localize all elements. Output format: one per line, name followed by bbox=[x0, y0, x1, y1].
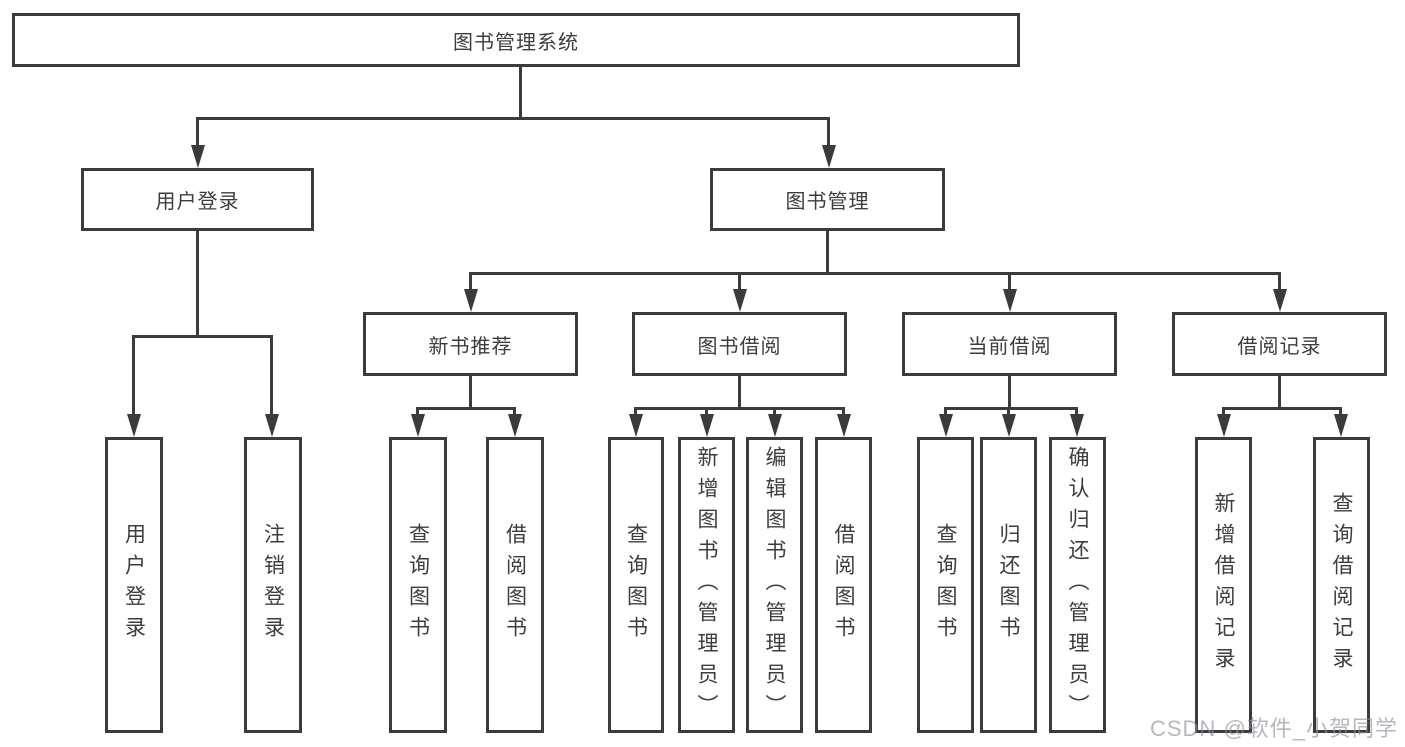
leaf-add-borrow-record: 新增借阅记录 bbox=[1195, 437, 1252, 733]
connector-arrow-shaft bbox=[634, 407, 637, 419]
arrow-down-icon bbox=[837, 414, 851, 437]
node-book-borrowing: 图书借阅 bbox=[632, 312, 847, 376]
node-label: 新增借阅记录 bbox=[1212, 492, 1236, 678]
connector-bar bbox=[944, 407, 1078, 410]
arrow-down-icon bbox=[411, 414, 425, 437]
connector-root-stem bbox=[519, 67, 522, 117]
connector-stem bbox=[1008, 376, 1011, 407]
node-label: 查询借阅记录 bbox=[1330, 492, 1354, 678]
arrow-down-icon bbox=[629, 414, 643, 437]
arrow-down-icon bbox=[191, 145, 205, 168]
arrow-down-icon bbox=[822, 145, 836, 168]
node-root-library-system: 图书管理系统 bbox=[12, 13, 1020, 67]
arrow-down-icon bbox=[1217, 414, 1231, 437]
node-label: 查询图书 bbox=[934, 523, 958, 647]
connector-arrow-shaft bbox=[1339, 407, 1342, 419]
connector-bar bbox=[1222, 407, 1342, 410]
node-label: 用户登录 bbox=[122, 523, 146, 647]
arrow-down-icon bbox=[265, 414, 279, 437]
node-label: 编辑图书（管理员） bbox=[763, 445, 787, 725]
connector-arrow-shaft bbox=[132, 335, 135, 417]
connector-arrow-shaft bbox=[1008, 272, 1011, 292]
node-label: 用户登录 bbox=[155, 191, 240, 213]
connector-user-login-bar bbox=[132, 335, 273, 338]
arrow-down-icon bbox=[1003, 289, 1017, 312]
node-label: 查询图书 bbox=[624, 523, 648, 647]
connector-user-login-stem bbox=[196, 231, 199, 335]
connector-arrow-shaft bbox=[1222, 407, 1225, 419]
arrow-down-icon bbox=[1334, 414, 1348, 437]
arrow-down-icon bbox=[733, 289, 747, 312]
leaf-logout: 注销登录 bbox=[244, 437, 302, 733]
node-label: 借阅图书 bbox=[503, 523, 527, 647]
connector-arrow-shaft bbox=[1075, 407, 1078, 419]
leaf-confirm-return-admin: 确认归还（管理员） bbox=[1049, 437, 1106, 733]
connector-arrow-shaft bbox=[738, 272, 741, 292]
node-label: 图书管理系统 bbox=[453, 31, 579, 54]
arrow-down-icon bbox=[1273, 289, 1287, 312]
connector-arrow-shaft bbox=[270, 335, 273, 417]
leaf-add-book-admin: 新增图书（管理员） bbox=[678, 437, 735, 733]
leaf-query-books-recommend: 查询图书 bbox=[389, 437, 447, 733]
connector-root-bar bbox=[196, 117, 830, 120]
node-user-login-branch: 用户登录 bbox=[81, 168, 314, 231]
arrow-down-icon bbox=[1002, 414, 1016, 437]
node-book-management: 图书管理 bbox=[710, 168, 945, 231]
node-label: 图书借阅 bbox=[697, 335, 782, 358]
connector-bar bbox=[416, 407, 516, 410]
node-borrowing-records: 借阅记录 bbox=[1172, 312, 1387, 376]
arrow-down-icon bbox=[700, 414, 714, 437]
leaf-borrow-books-recommend: 借阅图书 bbox=[486, 437, 544, 733]
connector-stem bbox=[738, 376, 741, 407]
leaf-query-books-current: 查询图书 bbox=[917, 437, 974, 733]
node-label: 注销登录 bbox=[261, 523, 285, 647]
connector-arrow-shaft bbox=[513, 407, 516, 419]
leaf-user-login: 用户登录 bbox=[105, 437, 163, 733]
node-label: 借阅图书 bbox=[832, 523, 856, 647]
connector-stem bbox=[469, 376, 472, 407]
connector-arrow-shaft bbox=[827, 117, 830, 149]
node-label: 新增图书（管理员） bbox=[695, 445, 719, 725]
node-label: 归还图书 bbox=[997, 523, 1021, 647]
connector-arrow-shaft bbox=[944, 407, 947, 419]
connector-arrow-shaft bbox=[842, 407, 845, 419]
node-label: 图书管理 bbox=[785, 191, 870, 213]
arrow-down-icon bbox=[1070, 414, 1084, 437]
arrow-down-icon bbox=[508, 414, 522, 437]
connector-arrow-shaft bbox=[196, 117, 199, 149]
connector-arrow-shaft bbox=[416, 407, 419, 419]
leaf-query-borrow-record: 查询借阅记录 bbox=[1313, 437, 1370, 733]
connector-arrow-shaft bbox=[1007, 407, 1010, 419]
node-new-book-recommend: 新书推荐 bbox=[363, 312, 578, 376]
connector-arrow-shaft bbox=[773, 407, 776, 419]
arrow-down-icon bbox=[464, 289, 478, 312]
arrow-down-icon bbox=[768, 414, 782, 437]
csdn-watermark: CSDN @软件_小贺同学 bbox=[1150, 716, 1399, 741]
node-label: 查询图书 bbox=[406, 523, 430, 647]
connector-stem bbox=[1278, 376, 1281, 407]
arrow-down-icon bbox=[939, 414, 953, 437]
leaf-borrow-books: 借阅图书 bbox=[815, 437, 872, 733]
connector-bar bbox=[634, 407, 844, 410]
node-label: 借阅记录 bbox=[1237, 335, 1322, 358]
node-label: 当前借阅 bbox=[967, 335, 1052, 358]
node-current-borrowing: 当前借阅 bbox=[902, 312, 1117, 376]
node-label: 确认归还（管理员） bbox=[1066, 445, 1090, 725]
node-label: 新书推荐 bbox=[428, 335, 513, 358]
connector-arrow-shaft bbox=[1278, 272, 1281, 292]
connector-arrow-shaft bbox=[469, 272, 472, 292]
leaf-edit-book-admin: 编辑图书（管理员） bbox=[746, 437, 803, 733]
connector-book-mgmt-bar bbox=[469, 272, 1279, 275]
leaf-return-book: 归还图书 bbox=[980, 437, 1037, 733]
connector-arrow-shaft bbox=[705, 407, 708, 419]
leaf-query-books-borrowing: 查询图书 bbox=[608, 437, 664, 733]
arrow-down-icon bbox=[127, 414, 141, 437]
connector-book-mgmt-stem bbox=[826, 231, 829, 272]
